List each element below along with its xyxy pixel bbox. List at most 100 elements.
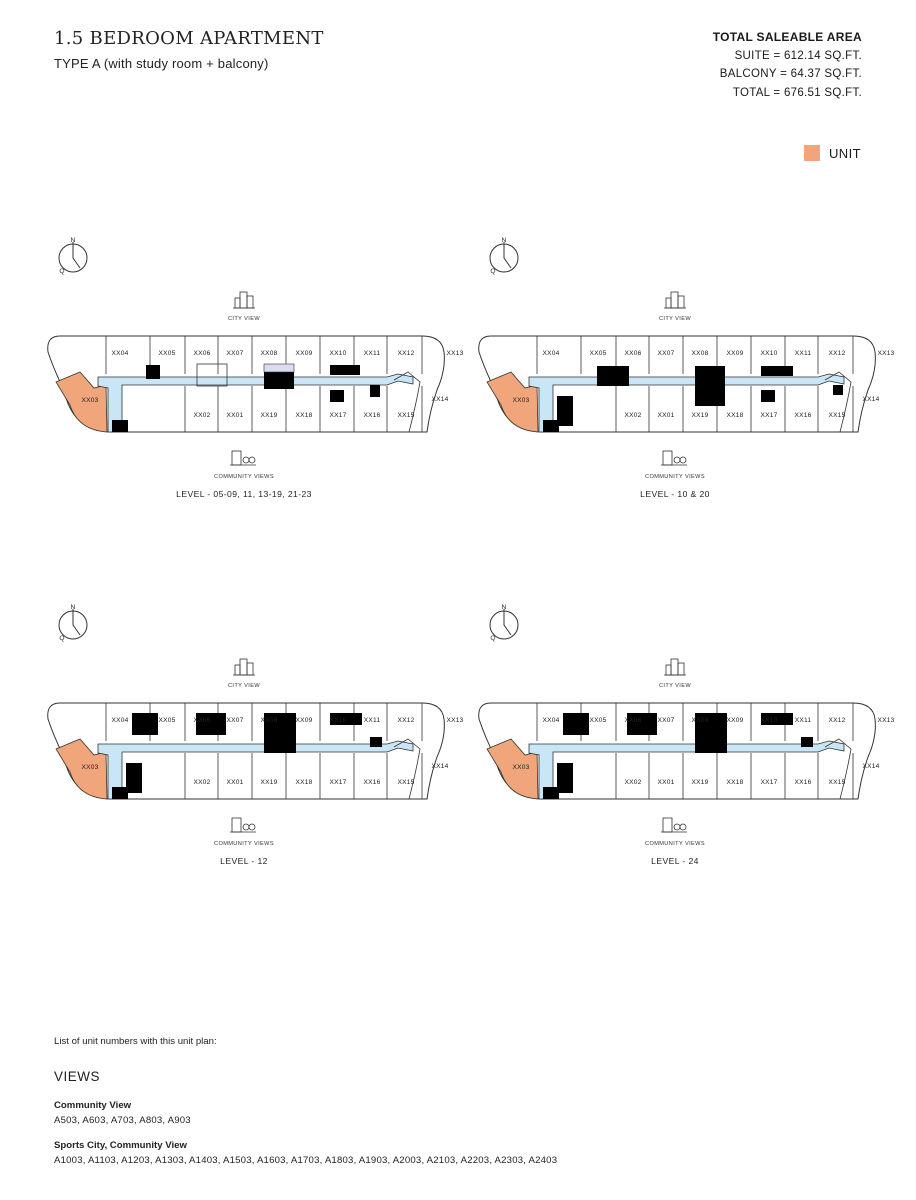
building-shape (665, 664, 672, 676)
unit-label: XX19 (692, 779, 709, 786)
unit-label: XX07 (227, 350, 244, 357)
service-core (597, 366, 629, 386)
service-core (264, 713, 296, 753)
service-core (112, 787, 128, 799)
service-core (695, 366, 725, 406)
unit-label: XX18 (727, 779, 744, 786)
unit-label: XX08 (692, 350, 709, 357)
unit-label: XX02 (194, 412, 211, 419)
service-core (196, 713, 226, 735)
unit-label: XX19 (261, 412, 278, 419)
unit-label: XX14 (432, 763, 449, 770)
unit-label: XX01 (658, 412, 675, 419)
saleable-area-block: TOTAL SALEABLE AREA SUITE = 612.14 SQ.FT… (713, 28, 862, 102)
community-icon (661, 450, 687, 466)
unit-label: XX07 (658, 717, 675, 724)
service-core (563, 713, 589, 735)
service-core (761, 390, 775, 402)
building-shape (677, 662, 685, 676)
unit-label: XX09 (296, 350, 313, 357)
unit-label: XX10 (330, 350, 347, 357)
level-label: LEVEL - 24 (651, 856, 699, 866)
view-group-title: Sports City, Community View (54, 1140, 187, 1151)
unit-label: XX15 (398, 779, 415, 786)
unit-label: XX15 (829, 412, 846, 419)
unit-label: XX15 (398, 412, 415, 419)
compass-north-label: N (71, 604, 76, 611)
community-icon (230, 450, 256, 466)
unit-label: XX05 (590, 350, 607, 357)
unit-list-intro: List of unit numbers with this unit plan… (54, 1036, 217, 1047)
building-shape (677, 295, 685, 309)
unit-label: XX12 (829, 350, 846, 357)
compass-needle (72, 609, 81, 636)
unit-label: XX12 (398, 350, 415, 357)
service-core (557, 396, 573, 426)
unit-label: XX19 (692, 412, 709, 419)
unit-label: XX09 (727, 717, 744, 724)
page-subtitle: TYPE A (with study room + balcony) (54, 56, 269, 71)
unit-label: XX08 (261, 350, 278, 357)
unit-label: XX05 (590, 717, 607, 724)
community-view-label: COMMUNITY VIEWS (645, 841, 705, 847)
community-icon (661, 817, 687, 833)
compass-needle (72, 242, 81, 269)
service-core (370, 737, 382, 747)
lift-lobby (263, 363, 295, 373)
service-core (330, 713, 362, 725)
building-shape (239, 291, 248, 309)
corridor (97, 373, 414, 433)
unit-label: XX14 (432, 396, 449, 403)
unit-label: XX16 (795, 779, 812, 786)
compass-north-label: N (502, 237, 507, 244)
tree-shape (248, 456, 256, 464)
service-core (761, 366, 793, 376)
level-label: LEVEL - 10 & 20 (640, 489, 710, 499)
unit-label: XX18 (296, 412, 313, 419)
unit-label: XX02 (625, 412, 642, 419)
level-label: LEVEL - 05-09, 11, 13-19, 21-23 (176, 489, 312, 499)
service-core (543, 420, 559, 432)
legend: UNIT (804, 145, 861, 161)
building-shape (234, 297, 241, 309)
unit-list-section: List of unit numbers with this unit plan… (54, 1036, 557, 1180)
view-group-units: A503, A603, A703, A803, A903 (54, 1115, 191, 1126)
building-shape (670, 291, 679, 309)
unit-label: XX04 (543, 350, 560, 357)
unit-label: XX06 (625, 717, 642, 724)
unit-label: XX02 (625, 779, 642, 786)
unit-label: XX06 (194, 717, 211, 724)
service-core (557, 763, 573, 793)
service-core (627, 713, 657, 735)
unit-label: XX17 (761, 412, 778, 419)
wedge-outline (393, 738, 421, 800)
building-shape (246, 295, 254, 309)
unit-label: XX11 (364, 350, 381, 357)
unit-label: XX05 (159, 350, 176, 357)
service-core (695, 713, 727, 753)
tree-shape (673, 823, 681, 831)
unit-label: XX19 (261, 779, 278, 786)
unit-label: XX13 (447, 717, 464, 724)
unit-label: XX01 (658, 779, 675, 786)
page-title: 1.5 BEDROOM APARTMENT (54, 28, 324, 49)
community-building (662, 450, 673, 466)
unit-label: XX13 (447, 350, 464, 357)
compass-needle (503, 242, 512, 269)
city-icon (664, 658, 686, 676)
compass-pointer-label: Q (490, 635, 495, 642)
views-heading: VIEWS (54, 1069, 101, 1084)
community-icon (230, 817, 256, 833)
tree-shape (242, 823, 250, 831)
view-group-units: A1003, A1103, A1203, A1303, A1403, A1503… (54, 1155, 558, 1166)
legend-swatch (804, 145, 820, 161)
unit-label: XX13 (878, 717, 895, 724)
city-icon (664, 291, 686, 309)
unit-label: XX17 (330, 412, 347, 419)
community-view-label: COMMUNITY VIEWS (214, 841, 274, 847)
area-heading: TOTAL SALEABLE AREA (712, 30, 862, 44)
unit-label: XX05 (159, 717, 176, 724)
tree-shape (248, 823, 256, 831)
